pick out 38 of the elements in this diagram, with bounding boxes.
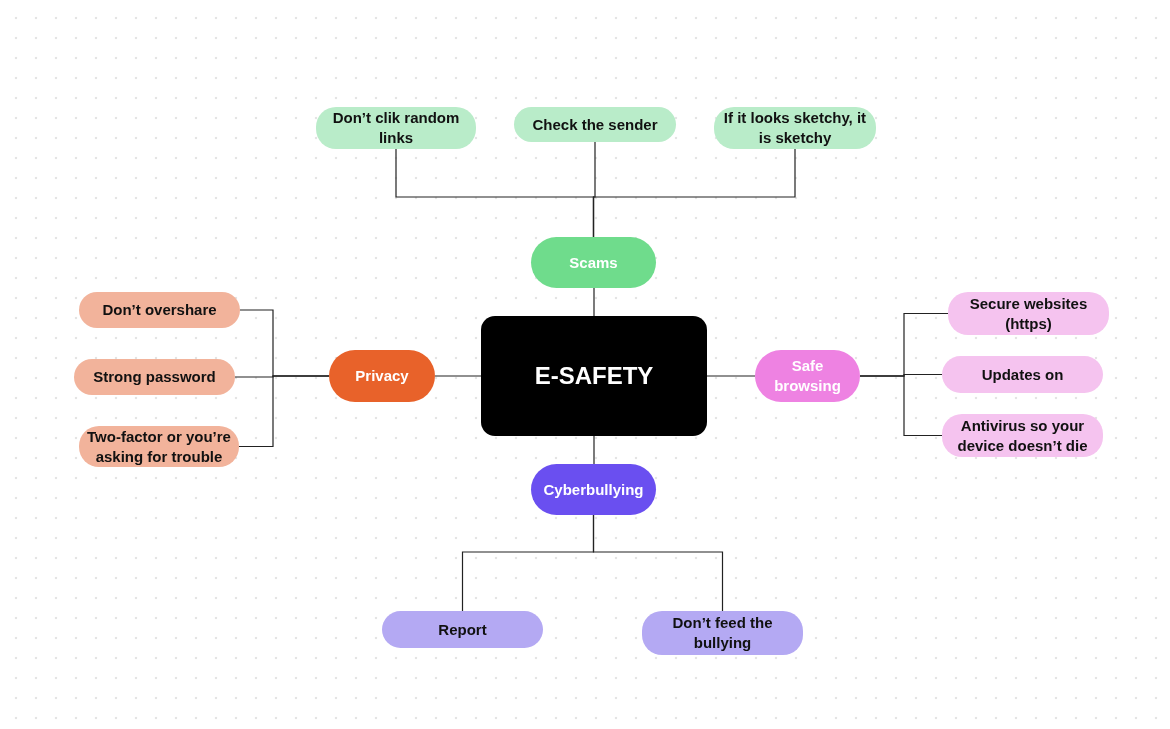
- connector-line: [706, 375, 756, 377]
- topic-label: Scams: [568, 252, 619, 273]
- connector-line: [434, 375, 482, 377]
- topic-pill: [531, 237, 656, 288]
- topic-label: Two-factor or you’re asking for trouble: [86, 426, 232, 467]
- topic-label: Safe browsing: [773, 356, 842, 396]
- topic-label: Check the sender: [531, 114, 659, 135]
- topic-label: Strong password: [92, 367, 217, 387]
- subtopic-pill: [514, 107, 676, 142]
- central-topic-box: [481, 316, 707, 436]
- topic-label: Secure websites (https): [968, 293, 1089, 334]
- connector-line: [859, 375, 943, 437]
- subtopic-pill: [948, 292, 1109, 335]
- topic-label: E-SAFETY: [533, 366, 655, 386]
- topic-pill: [531, 464, 656, 515]
- subtopic-pill: [942, 414, 1103, 457]
- topic-label: Don’t overshare: [101, 300, 218, 320]
- topic-label: If it looks sketchy, it is sketchy: [722, 108, 868, 148]
- subtopic-pill: [316, 107, 476, 149]
- connector-line: [238, 375, 330, 448]
- subtopic-pill: [642, 611, 803, 655]
- topic-label: Don’t clik random links: [331, 108, 461, 148]
- topic-label: Updates on: [980, 364, 1065, 385]
- subtopic-pill: [79, 292, 240, 328]
- subtopic-pill: [382, 611, 543, 648]
- topic-label: Don’t feed the bullying: [671, 613, 774, 653]
- connector-line: [592, 148, 796, 238]
- connector-line: [593, 435, 595, 465]
- topic-label: Report: [437, 619, 488, 640]
- subtopic-pill: [74, 359, 235, 395]
- topic-pill: [755, 350, 860, 402]
- subtopic-pill: [942, 356, 1103, 393]
- topic-label: Cyberbullying: [542, 479, 645, 500]
- topic-pill: [329, 350, 435, 402]
- connector-line: [593, 287, 595, 317]
- connector-line: [592, 514, 724, 612]
- topic-label: Privacy: [354, 366, 410, 386]
- topic-label: Antivirus so your device doesn’t die: [956, 415, 1089, 456]
